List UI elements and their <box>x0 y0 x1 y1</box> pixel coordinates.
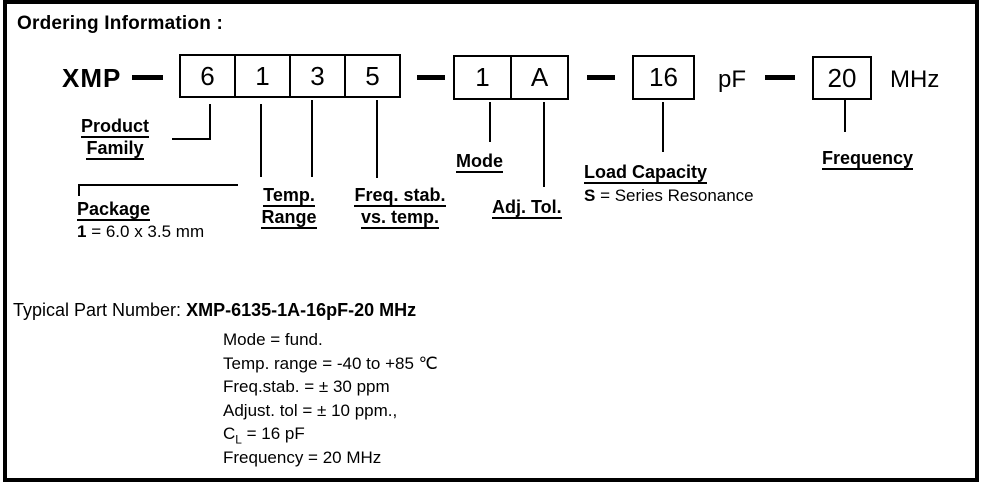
label-frequency: Frequency <box>822 147 914 170</box>
connector-product-family-horizontal <box>172 138 211 140</box>
label-load-capacity-desc: S = Series Resonance <box>584 185 754 206</box>
label-freq-stab: Freq. stab. vs. temp. <box>346 185 454 229</box>
connector-adj-tol <box>543 102 545 187</box>
figure-title: Ordering Information : <box>17 13 224 34</box>
code-box-temp-range: 1 <box>234 54 291 98</box>
detail-adj-tol: Adjust. tol = ± 10 ppm., <box>223 400 398 420</box>
code-box-load-capacity: 16 <box>632 55 695 100</box>
cl-rest: = 16 pF <box>241 424 305 443</box>
connector-mode <box>489 102 491 142</box>
frequency-unit: MHz <box>890 66 940 93</box>
load-capacity-unit: pF <box>718 66 747 93</box>
connector-freq-stab-right <box>376 100 378 178</box>
load-capacity-code: S <box>584 186 596 205</box>
detail-load-capacity: CL = 16 pF <box>223 422 438 446</box>
package-code: 1 <box>77 222 87 241</box>
typical-part-number-value: XMP-6135-1A-16pF-20 MHz <box>186 300 417 320</box>
label-package: Package <box>77 198 151 221</box>
code-box-group-1: 6 1 3 5 <box>179 54 401 98</box>
label-mode: Mode <box>456 150 503 173</box>
detail-frequency: Frequency = 20 MHz <box>223 447 382 467</box>
detail-temp-range: Temp. range = -40 to +85 ℃ <box>223 353 438 373</box>
load-capacity-desc-text: = Series Resonance <box>595 186 754 205</box>
connector-frequency <box>844 100 846 132</box>
typical-details: Mode = fund. Temp. range = -40 to +85 ℃ … <box>223 328 438 469</box>
cl-subscript: L <box>235 432 242 447</box>
connector-load-capacity <box>662 102 664 152</box>
label-adj-tol-text: Adj. Tol. <box>492 197 562 219</box>
connector-product-family-vertical <box>209 104 211 140</box>
separator-dash-2 <box>417 75 445 80</box>
package-desc-text: = 6.0 x 3.5 mm <box>86 222 205 241</box>
label-temp-range: Temp. Range <box>256 185 322 229</box>
label-load-capacity: Load Capacity <box>584 161 708 184</box>
code-box-group-2: 1 A <box>453 55 569 100</box>
label-product-family: Product Family <box>62 116 168 160</box>
label-freq-stab-line2: vs. temp. <box>360 207 440 229</box>
part-prefix: XMP <box>62 63 122 93</box>
label-temp-range-line1: Temp. <box>263 185 315 207</box>
label-product-family-line2: Family <box>86 138 144 160</box>
code-box-mode: 1 <box>453 55 512 100</box>
typical-part-number-line: Typical Part Number: XMP-6135-1A-16pF-20… <box>13 300 416 321</box>
separator-dash-3 <box>587 75 615 80</box>
code-box-frequency: 20 <box>812 56 872 100</box>
typical-part-number-label: Typical Part Number: <box>13 300 187 320</box>
label-package-title: Package <box>77 199 151 221</box>
label-freq-stab-line1: Freq. stab. <box>354 185 446 207</box>
connector-temp-range <box>260 104 262 177</box>
cl-base: C <box>223 424 236 443</box>
connector-package-tick <box>78 184 80 196</box>
connector-freq-stab-left <box>311 100 313 177</box>
separator-dash-4 <box>765 75 795 80</box>
label-mode-text: Mode <box>456 151 503 173</box>
label-adj-tol: Adj. Tol. <box>492 196 562 219</box>
separator-dash-1 <box>132 75 163 80</box>
connector-package-horizontal <box>78 184 238 186</box>
label-frequency-text: Frequency <box>822 148 914 170</box>
code-box-package: 6 <box>179 54 236 98</box>
figure-border <box>3 0 979 482</box>
label-product-family-line1: Product <box>80 116 149 138</box>
code-box-adj-tol: A <box>510 55 569 100</box>
detail-freq-stab: Freq.stab. = ± 30 ppm <box>223 377 390 396</box>
detail-mode: Mode = fund. <box>223 330 323 349</box>
label-load-capacity-text: Load Capacity <box>584 162 708 184</box>
code-box-digit-4: 5 <box>344 54 401 98</box>
label-temp-range-line2: Range <box>261 207 317 229</box>
code-box-freq-stab: 3 <box>289 54 346 98</box>
label-package-desc: 1 = 6.0 x 3.5 mm <box>77 221 204 242</box>
